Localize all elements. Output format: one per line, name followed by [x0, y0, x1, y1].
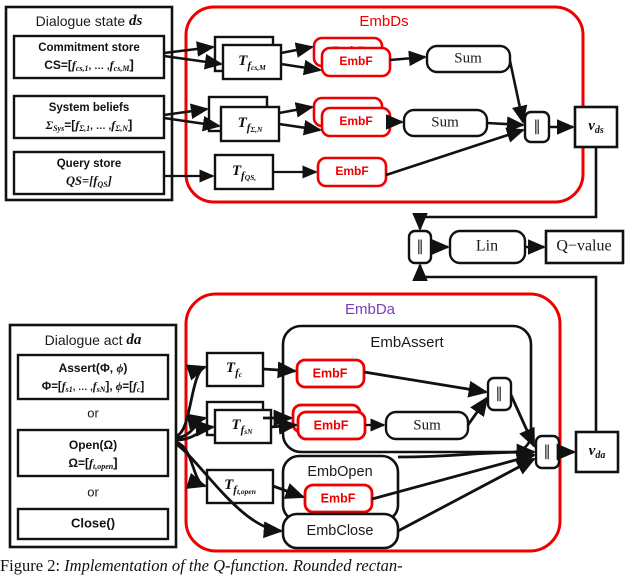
bottom-edges: [175, 361, 577, 539]
open-line2: Ω=[ft,open]: [68, 455, 117, 470]
assert-line1: Assert(Φ, ϕ): [59, 361, 128, 375]
inner-concat-label: ∥: [495, 385, 503, 402]
system-beliefs-line2: ΣSys=[fΣ,1, … ,fΣ,N]: [45, 117, 133, 132]
t-fqs-label: TfQS,: [232, 163, 256, 181]
embf-assert-c-label: EmbF: [313, 366, 348, 380]
or-label-2: or: [87, 484, 99, 499]
t-fqs-box: [213, 153, 275, 191]
dialogue-state-title: Dialogue state ds: [36, 13, 143, 30]
t-fsigma-n-label: TfΣ,N: [238, 115, 263, 133]
t-ftopen-label: Tft,open: [224, 477, 256, 495]
sum-assert-label: Sum: [413, 417, 441, 433]
open-option-box: [16, 428, 170, 478]
t-fc-label: Tfc: [226, 360, 243, 378]
q-value-label: Q−value: [556, 238, 611, 255]
sum-assert-box: [384, 410, 470, 441]
t-fsn-box: [213, 408, 273, 445]
lin-label: Lin: [476, 238, 498, 255]
embds-container-label: EmbDs: [359, 13, 408, 30]
sum-sys-label: Sum: [431, 114, 459, 130]
t-fsn-label: TfsN: [231, 417, 253, 435]
assert-line2: Φ=[fs1, … ,fsN], ϕ=[fc]: [42, 381, 145, 394]
caption-prefix: Figure 2:: [0, 556, 61, 575]
concat-final-label: ∥: [416, 238, 424, 255]
concat-ds-label: ∥: [533, 118, 541, 135]
embf-sys-label: EmbF: [339, 114, 372, 128]
assert-option-box: [16, 353, 170, 401]
embf-open-label: EmbF: [321, 491, 356, 505]
close-label: Close(): [71, 515, 115, 530]
emb-close-label: EmbClose: [307, 523, 374, 539]
caption-text: Implementation of the Q-function. Rounde…: [64, 556, 403, 575]
t-fcs-m-label: Tfcs,M: [238, 53, 266, 71]
commitment-store-box: [12, 34, 166, 80]
system-beliefs-line1: System beliefs: [49, 102, 130, 114]
system-beliefs-box: [12, 94, 166, 140]
q-function-diagram: EmbDs Dialogue state ds Commitment store…: [4, 5, 625, 553]
sum-cs-label: Sum: [454, 50, 482, 66]
commitment-store-line2: CS=[fcs,1, … ,fcs,M]: [44, 57, 134, 72]
v-ds-box: [573, 105, 619, 149]
embf-qs-label: EmbF: [335, 164, 368, 178]
middle-edges: [412, 147, 598, 432]
top-edges: [163, 41, 576, 183]
query-store-line2: QS=[fQS]: [66, 173, 112, 189]
embda-container-label: EmbDa: [345, 301, 396, 318]
embf-cs-label: EmbF: [339, 54, 372, 68]
embf-qs-box: [316, 156, 388, 188]
open-line1: Open(Ω): [69, 438, 117, 452]
concat-da-label: ∥: [543, 443, 551, 460]
dialogue-act-title: Dialogue act da: [45, 332, 142, 349]
query-store-box: [12, 150, 166, 196]
query-store-line1: Query store: [57, 158, 122, 170]
embf-assert-sn-label: EmbF: [314, 418, 349, 432]
emb-open-label: EmbOpen: [307, 464, 372, 480]
v-ds-label: vds: [588, 118, 604, 136]
close-option-box: [16, 507, 170, 541]
v-da-label: vda: [589, 443, 606, 461]
figure-caption: Figure 2: Implementation of the Q-functi…: [0, 556, 628, 576]
emb-assert-label: EmbAssert: [370, 334, 444, 351]
commitment-store-line1: Commitment store: [38, 42, 140, 54]
or-label-1: or: [87, 405, 99, 420]
